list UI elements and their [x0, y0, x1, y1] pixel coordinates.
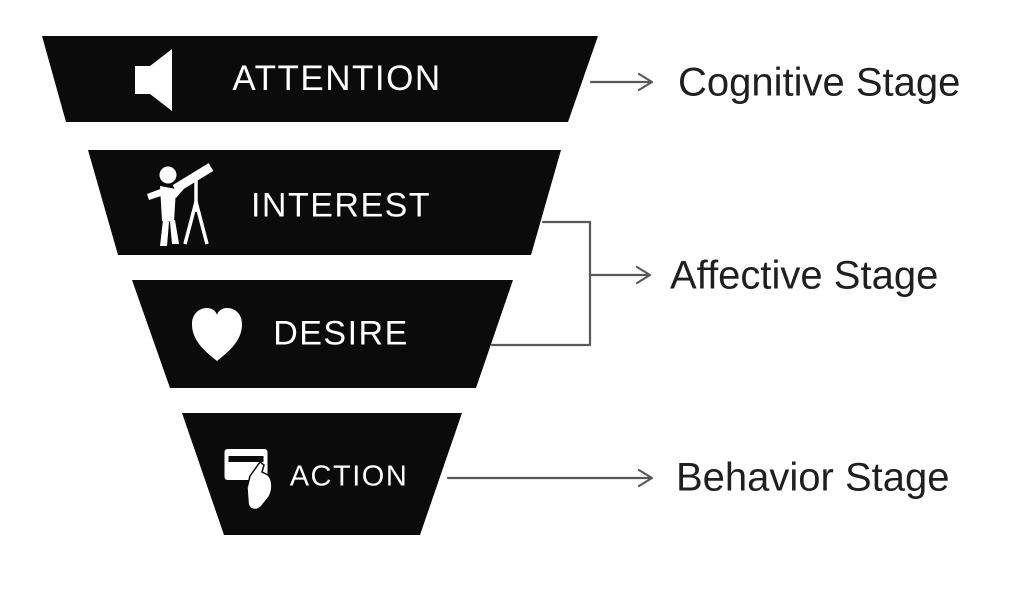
cognitive-arrow	[589, 72, 654, 92]
telescope-observer-shape	[147, 166, 188, 246]
card-stripe	[228, 456, 264, 462]
speaker-shape	[135, 49, 172, 111]
telescope-tripod	[172, 163, 214, 245]
heart-icon	[192, 308, 242, 361]
telescope-observer-icon	[147, 163, 214, 246]
speaker-icon	[135, 49, 172, 111]
heart-shape	[192, 308, 242, 361]
funnel-label-interest: INTEREST	[250, 186, 432, 225]
behavior-arrow	[446, 468, 654, 488]
stage-label-cognitive: Cognitive Stage	[678, 60, 961, 105]
card-in-hand-icon	[224, 449, 273, 510]
funnel-label-action: ACTION	[289, 460, 409, 493]
funnel-label-desire: DESIRE	[273, 314, 409, 353]
hand-shape	[246, 460, 273, 510]
stage-label-behavior: Behavior Stage	[676, 455, 950, 500]
funnel-label-attention: ATTENTION	[232, 59, 442, 98]
stage-label-affective: Affective Stage	[670, 253, 939, 298]
affective-bracket	[490, 220, 652, 347]
